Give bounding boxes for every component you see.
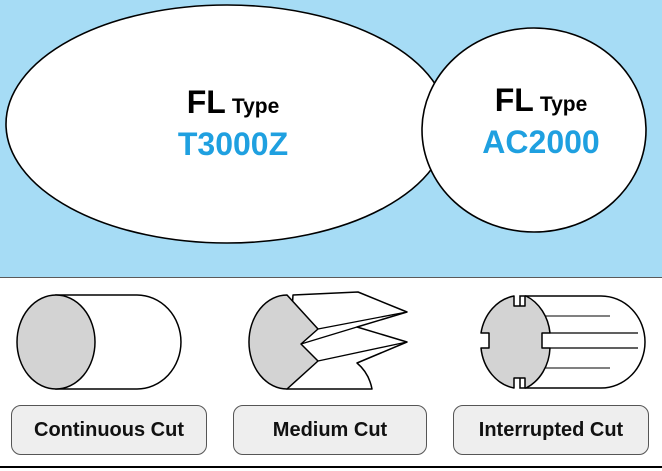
t3000z-type-word: Type: [231, 95, 280, 118]
ac2000-series: FL: [494, 82, 534, 118]
continuous-cut-label: Continuous Cut: [11, 405, 207, 455]
t3000z-series: FL: [186, 84, 226, 120]
ac2000-grade-code: AC2000: [482, 124, 600, 160]
slotted-round-bar-icon: [480, 295, 646, 389]
medium-cut-label: Medium Cut: [233, 405, 427, 455]
ac2000-range-ellipse: [421, 27, 647, 233]
interrupted-cut-label: Interrupted Cut: [453, 405, 649, 455]
solid-round-bar-icon: [16, 294, 182, 390]
bottom-rule: [0, 466, 662, 468]
grooved-round-bar-icon: [248, 291, 408, 390]
t3000z-grade-code: T3000Z: [177, 126, 289, 162]
ac2000-type-word: Type: [539, 93, 588, 116]
